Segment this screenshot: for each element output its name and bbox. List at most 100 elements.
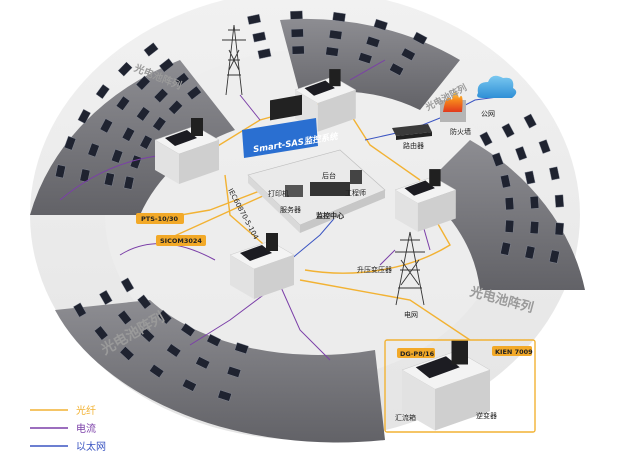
solar-panel	[186, 85, 202, 100]
solar-panel	[389, 62, 404, 76]
server-label: 服务器	[280, 205, 301, 214]
solar-panel	[95, 84, 110, 100]
solar-panel	[166, 343, 182, 358]
solar-panel	[137, 294, 152, 310]
solar-panel	[143, 42, 159, 57]
solar-panel	[152, 116, 167, 132]
grid-label: 电网	[404, 310, 418, 319]
solar-panel	[140, 327, 155, 343]
solar-panel	[500, 241, 511, 256]
solar-panel	[400, 47, 416, 61]
solar-panel	[247, 13, 261, 25]
solar-panel	[217, 389, 232, 402]
inset-box: DG-P8/16 KIEN 7009	[384, 339, 536, 433]
solar-panel	[523, 113, 537, 129]
solar-panel	[55, 164, 66, 179]
tower-right-icon	[395, 231, 425, 306]
solar-panel	[491, 152, 504, 167]
solar-panel	[501, 123, 515, 138]
solar-panel	[174, 72, 190, 87]
solar-panel	[290, 10, 303, 20]
cloud-icon	[477, 75, 517, 98]
solar-panel	[120, 277, 135, 293]
equipment-cube	[229, 233, 295, 299]
array-region-bottom	[55, 300, 385, 443]
solar-panel	[123, 175, 135, 190]
solar-panel	[94, 325, 109, 341]
solar-panel	[479, 131, 493, 147]
router-label: 路由器	[403, 141, 424, 150]
solar-panel	[99, 290, 113, 305]
pts-tag-label: PTS-10/30	[141, 215, 179, 223]
solar-panel	[549, 166, 560, 181]
solar-panel	[504, 197, 515, 211]
tower-top-icon	[222, 24, 246, 96]
solar-panel	[325, 46, 339, 57]
solar-panel	[524, 170, 536, 185]
sicom-tag: SICOM3024	[156, 235, 206, 246]
step-up-label: 升压变压器	[357, 265, 392, 274]
solar-panel	[64, 135, 77, 151]
array-region-right	[420, 140, 585, 290]
solar-panel	[504, 219, 515, 233]
solar-panel	[73, 302, 87, 318]
solar-panel	[524, 245, 536, 260]
solar-panel	[257, 48, 272, 60]
monitor-center-platform	[247, 94, 386, 233]
solar-panel	[157, 309, 173, 325]
dg-tag-label: DG-P8/16	[400, 350, 435, 358]
solar-panel	[234, 342, 249, 355]
kien-tag-label: KIEN 7009	[495, 348, 533, 356]
solar-panel	[103, 172, 115, 187]
solar-panel	[226, 366, 242, 378]
solar-panel	[252, 31, 267, 43]
solar-panel	[554, 222, 565, 236]
solar-panel	[117, 310, 132, 325]
solar-panel	[206, 333, 222, 347]
solar-panel	[181, 378, 197, 392]
solar-panel	[291, 45, 305, 55]
solar-panel	[99, 118, 113, 134]
legend-label: 光纤	[76, 404, 96, 417]
solar-panel	[180, 322, 196, 337]
solar-panel	[412, 31, 428, 46]
host-label: 后台	[322, 171, 336, 180]
equipment-cube	[394, 169, 457, 232]
solar-panel	[135, 75, 151, 91]
solar-panel	[365, 35, 381, 48]
solar-panel	[110, 148, 124, 164]
firewall-label: 防火墙	[450, 127, 471, 136]
equipment-cube	[401, 339, 491, 431]
solar-panel	[529, 195, 540, 209]
router-icon	[392, 124, 432, 140]
solar-panels	[55, 10, 565, 402]
solar-panel	[153, 88, 169, 103]
solar-panel	[529, 221, 540, 235]
combiner-label: 汇流箱	[395, 413, 416, 422]
workstation-label: 工程师	[345, 188, 366, 197]
solar-panel	[554, 194, 565, 208]
sicom-tag-label: SICOM3024	[160, 237, 202, 245]
solar-panel	[149, 364, 165, 379]
solar-panel	[500, 174, 511, 189]
printer-label: 打印机	[268, 189, 289, 198]
solar-panel	[538, 139, 551, 154]
solar-panel	[332, 11, 346, 22]
solar-panel	[290, 28, 304, 38]
pts-tag: PTS-10/30	[136, 213, 184, 224]
solar-panel	[115, 95, 131, 111]
legend-label: 以太网	[76, 440, 106, 453]
solar-panel	[515, 146, 528, 161]
inverter-label: 逆变器	[476, 411, 497, 420]
solar-panel	[168, 99, 183, 115]
monitor-center-label: 监控中心	[316, 211, 344, 220]
solar-panel	[117, 61, 133, 77]
solar-panel	[136, 106, 151, 122]
solar-panel	[119, 346, 135, 361]
solar-panel	[129, 154, 142, 170]
solar-panel	[77, 108, 91, 124]
solar-panel	[549, 249, 560, 264]
